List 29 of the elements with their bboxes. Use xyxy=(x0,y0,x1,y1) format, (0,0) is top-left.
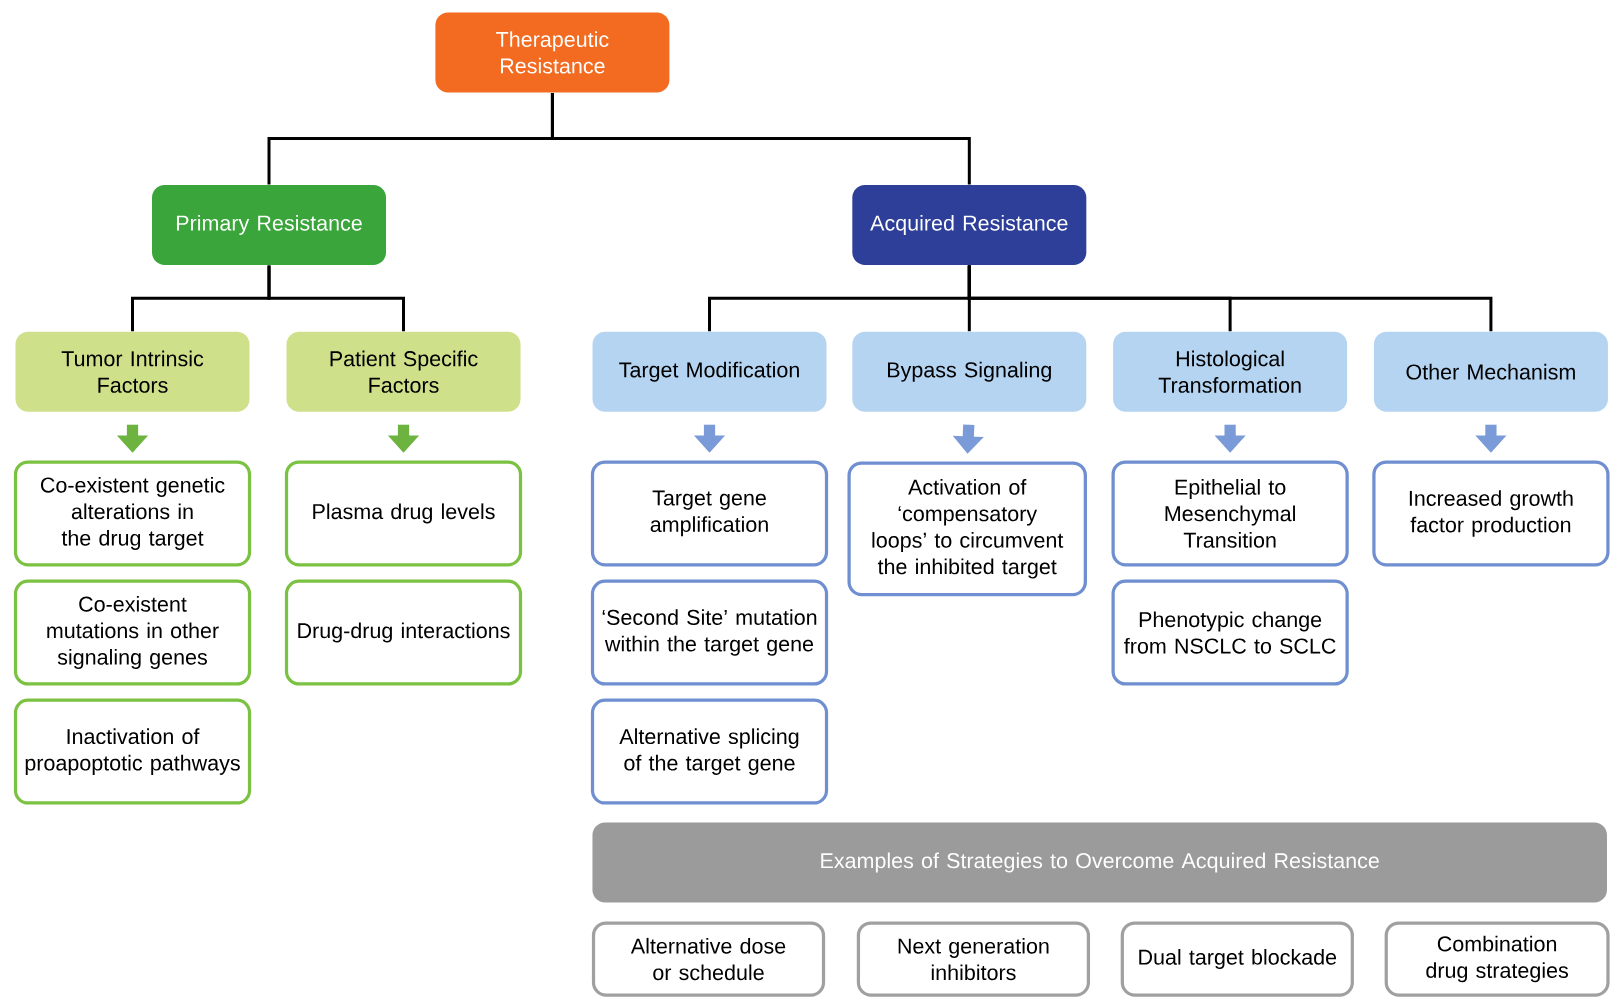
strategy-box: Alternative dose or schedule xyxy=(591,921,826,997)
mechanism-box: ‘Second Site’ mutation within the target gene xyxy=(590,579,829,686)
mechanism-box: Alternative splicing of the target gene xyxy=(590,698,829,805)
mechanism-box: Plasma drug levels xyxy=(284,460,523,567)
subcategory-box: Target Modification xyxy=(592,331,827,412)
mechanism-box: Phenotypic change from NSCLC to SCLC xyxy=(1111,579,1349,686)
strategy-box: Dual target blockade xyxy=(1120,921,1354,997)
strategy-box: Next generation inhibitors xyxy=(856,921,1091,997)
mechanism-box: Activation of ‘compensatory loops’ to circumvent the inhibited target xyxy=(847,461,1087,597)
category-box: Acquired Resistance xyxy=(852,184,1087,265)
mechanism-box: Inactivation of proapoptotic pathways xyxy=(13,698,252,805)
mechanism-box: Drug-drug interactions xyxy=(284,579,523,686)
mechanism-box: Co-existent mutations in other signaling genes xyxy=(13,579,252,686)
subcategory-box: Tumor Intrinsic Factors xyxy=(15,331,250,412)
root-box: Therapeutic Resistance xyxy=(435,12,670,93)
category-box: Primary Resistance xyxy=(152,184,386,265)
mechanism-box: Co-existent genetic alterations in the drug target xyxy=(13,460,252,567)
connector-line xyxy=(550,92,971,185)
connector-line xyxy=(967,265,1493,332)
mechanism-box: Target gene amplification xyxy=(590,460,829,567)
mechanism-box: Epithelial to Mesenchymal Transition xyxy=(1111,460,1349,567)
subcategory-box: Other Mechanism xyxy=(1373,331,1608,412)
mechanism-box: Increased growth factor production xyxy=(1372,460,1610,567)
subcategory-box: Bypass Signaling xyxy=(852,331,1087,412)
subcategory-box: Patient Specific Factors xyxy=(286,331,521,412)
subcategory-box: Histological Transformation xyxy=(1113,331,1348,412)
strategy-box: Combination drug strategies xyxy=(1384,921,1610,997)
banner-bar: Examples of Strategies to Overcome Acquired Resistance xyxy=(592,822,1607,903)
connector-line xyxy=(267,265,405,332)
